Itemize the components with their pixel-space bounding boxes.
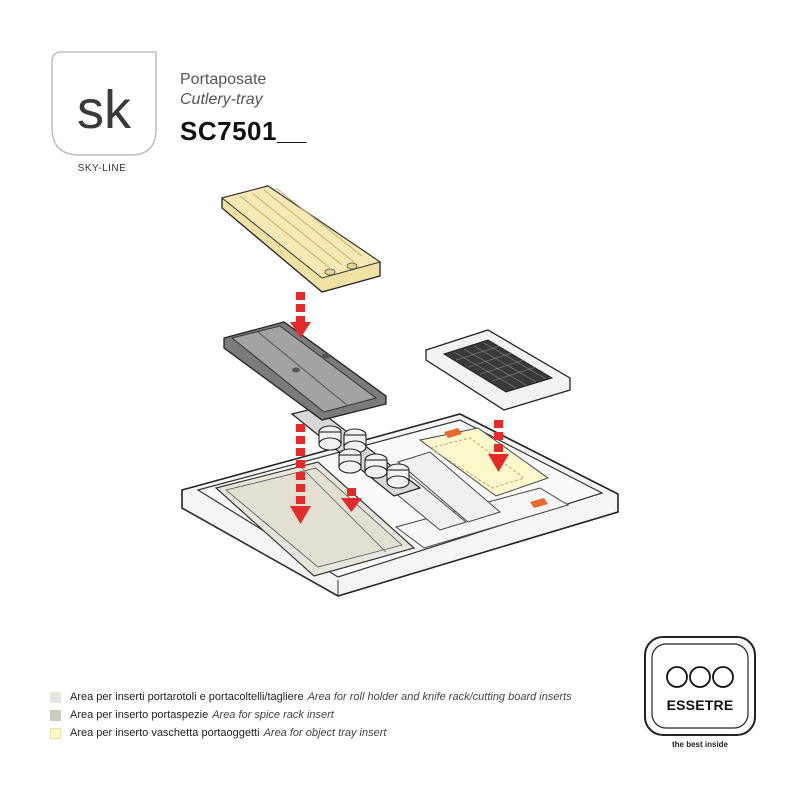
orange-clip bbox=[530, 498, 548, 508]
spice-rack-insert bbox=[290, 407, 422, 497]
legend-text-english: Area for roll holder and knife rack/cutt… bbox=[307, 691, 572, 703]
arrow-cutting-board bbox=[290, 292, 311, 338]
legend-swatch bbox=[50, 709, 61, 721]
brand-line-name: SKY-LINE bbox=[77, 163, 127, 174]
object-tray-insert bbox=[425, 329, 571, 411]
knife-rack-insert bbox=[223, 321, 387, 421]
sk-logo: sk bbox=[51, 51, 157, 156]
legend-text-italian: Area per inserto vaschetta portaoggetti bbox=[70, 727, 260, 739]
insertion-arrows bbox=[290, 292, 509, 524]
cutting-board-insert bbox=[220, 185, 382, 293]
legend: Area per inserti portarotoli e portacolt… bbox=[50, 688, 572, 742]
legend-item: Area per inserto portaspezie Area for sp… bbox=[50, 706, 572, 724]
legend-text-italian: Area per inserto portaspezie bbox=[70, 709, 209, 721]
arrow-object-tray bbox=[488, 420, 509, 472]
legend-swatch bbox=[50, 727, 61, 739]
sk-logo-text: sk bbox=[77, 80, 132, 140]
legend-text-italian: Area per inserti portarotoli e portacolt… bbox=[70, 691, 304, 703]
legend-text-english: Area for spice rack insert bbox=[212, 709, 334, 721]
legend-text-english: Area for object tray insert bbox=[263, 727, 387, 739]
product-name-italian: Portaposate bbox=[180, 71, 267, 88]
product-code: SC7501__ bbox=[180, 116, 307, 146]
arrow-knife-rack bbox=[290, 424, 311, 524]
product-title-block: Portaposate Cutlery-tray SC7501__ bbox=[180, 70, 307, 147]
legend-item: Area per inserto vaschetta portaoggetti … bbox=[50, 724, 572, 742]
arrow-spice-rack bbox=[341, 488, 362, 512]
manufacturer-name: ESSETRE bbox=[666, 697, 734, 713]
product-name-english: Cutlery-tray bbox=[180, 91, 263, 108]
legend-item: Area per inserti portarotoli e portacolt… bbox=[50, 688, 572, 706]
orange-clip bbox=[444, 428, 462, 438]
legend-swatch bbox=[50, 691, 61, 703]
manufacturer-tagline: the best inside bbox=[671, 740, 728, 749]
essetre-logo bbox=[644, 636, 756, 736]
cutlery-tray bbox=[181, 413, 619, 597]
